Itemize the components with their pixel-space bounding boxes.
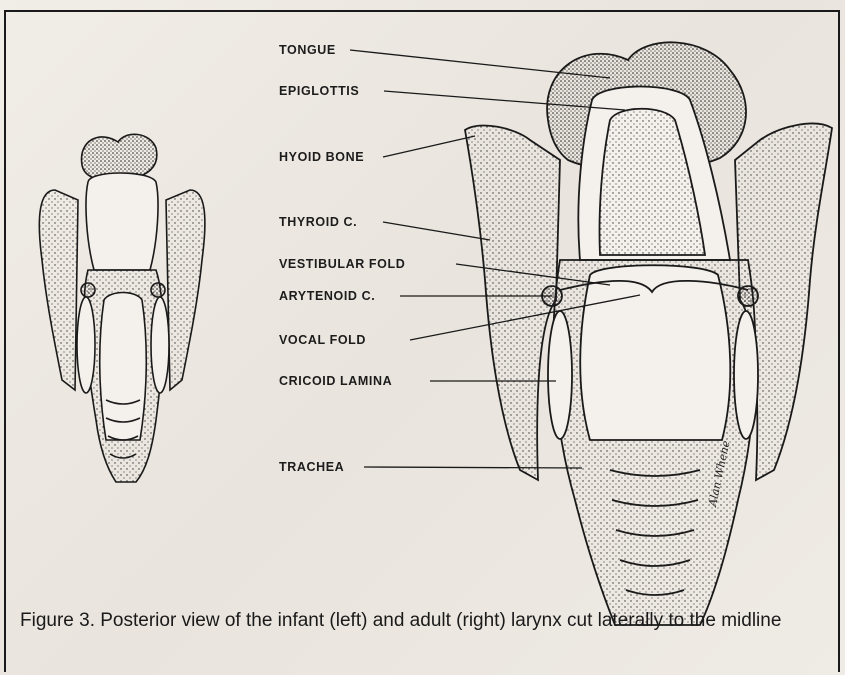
adult-cricoid-right (734, 311, 758, 439)
adult-arytenoid-right (738, 286, 758, 306)
label-tongue: TONGUE (279, 44, 336, 57)
adult-vestibule (580, 265, 730, 440)
label-hyoid-bone: HYOID BONE (279, 151, 364, 164)
infant-cricoid-right (151, 297, 169, 393)
infant-larynx (39, 134, 205, 482)
label-vestibular-fold: VESTIBULAR FOLD (279, 258, 405, 271)
label-epiglottis: EPIGLOTTIS (279, 85, 359, 98)
label-cricoid-lamina: CRICOID LAMINA (279, 375, 392, 388)
label-vocal-fold: VOCAL FOLD (279, 334, 366, 347)
leader-trachea (364, 467, 582, 468)
label-thyroid-c: THYROID C. (279, 216, 357, 229)
adult-cricoid-left (548, 311, 572, 439)
infant-thyroid-right (166, 190, 205, 390)
infant-thyroid-left (39, 190, 78, 390)
label-arytenoid-c: ARYTENOID C. (279, 290, 375, 303)
infant-epiglottis (86, 173, 158, 270)
infant-arytenoid-left (81, 283, 95, 297)
adult-larynx (465, 42, 832, 625)
leader-thyroid-c (383, 222, 490, 240)
leader-hyoid-bone (383, 136, 475, 157)
figure-caption: Figure 3. Posterior view of the infant (… (20, 611, 820, 632)
label-trachea: TRACHEA (279, 461, 344, 474)
infant-cricoid-left (77, 297, 95, 393)
infant-arytenoid-right (151, 283, 165, 297)
